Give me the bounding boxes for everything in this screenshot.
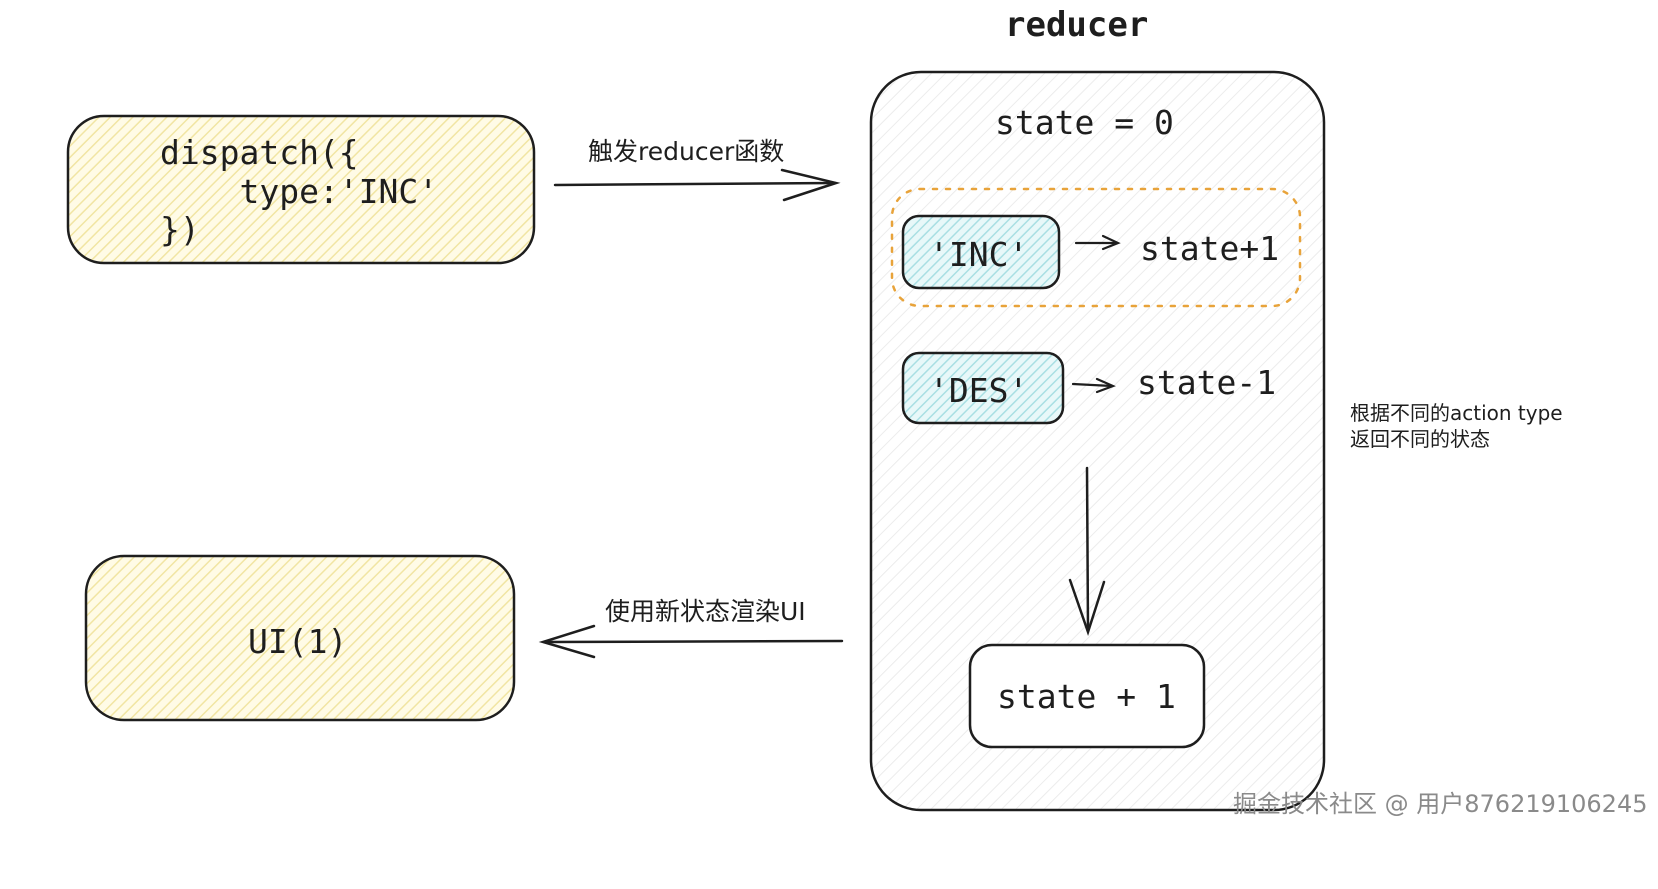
dispatch-code-line-2: type:'INC' — [160, 172, 439, 211]
down-arrow — [1068, 466, 1106, 636]
render-arrow — [538, 624, 844, 659]
state-initial: state = 0 — [995, 103, 1174, 142]
des-chip — [901, 351, 1065, 425]
side-note-line-1: 根据不同的action type — [1350, 401, 1563, 425]
des-chip-label: 'DES' — [929, 371, 1029, 410]
result-box — [968, 643, 1206, 749]
ui-box-label: UI(1) — [248, 622, 348, 661]
result-box-label: state + 1 — [997, 677, 1176, 716]
dispatch-code-line-3: }) — [160, 210, 200, 249]
render-arrow-label: 使用新状态渲染UI — [605, 597, 806, 626]
trigger-arrow — [553, 168, 841, 202]
inc-case-highlight — [890, 187, 1302, 308]
inc-result: state+1 — [1140, 229, 1280, 268]
side-note-line-2: 返回不同的状态 — [1350, 427, 1490, 451]
inc-to-result-arrow — [1074, 234, 1121, 251]
des-to-result-arrow — [1071, 377, 1116, 394]
inc-chip-label: 'INC' — [929, 235, 1029, 274]
inc-chip — [901, 214, 1061, 290]
ui-box — [84, 554, 516, 722]
dispatch-code-line-1: dispatch({ — [160, 133, 359, 172]
reducer-title: reducer — [1005, 5, 1149, 45]
dispatch-box — [66, 114, 536, 265]
trigger-arrow-label: 触发reducer函数 — [588, 137, 785, 166]
watermark: 掘金技术社区 @ 用户876219106245 — [1233, 790, 1648, 818]
des-result: state-1 — [1137, 363, 1277, 402]
